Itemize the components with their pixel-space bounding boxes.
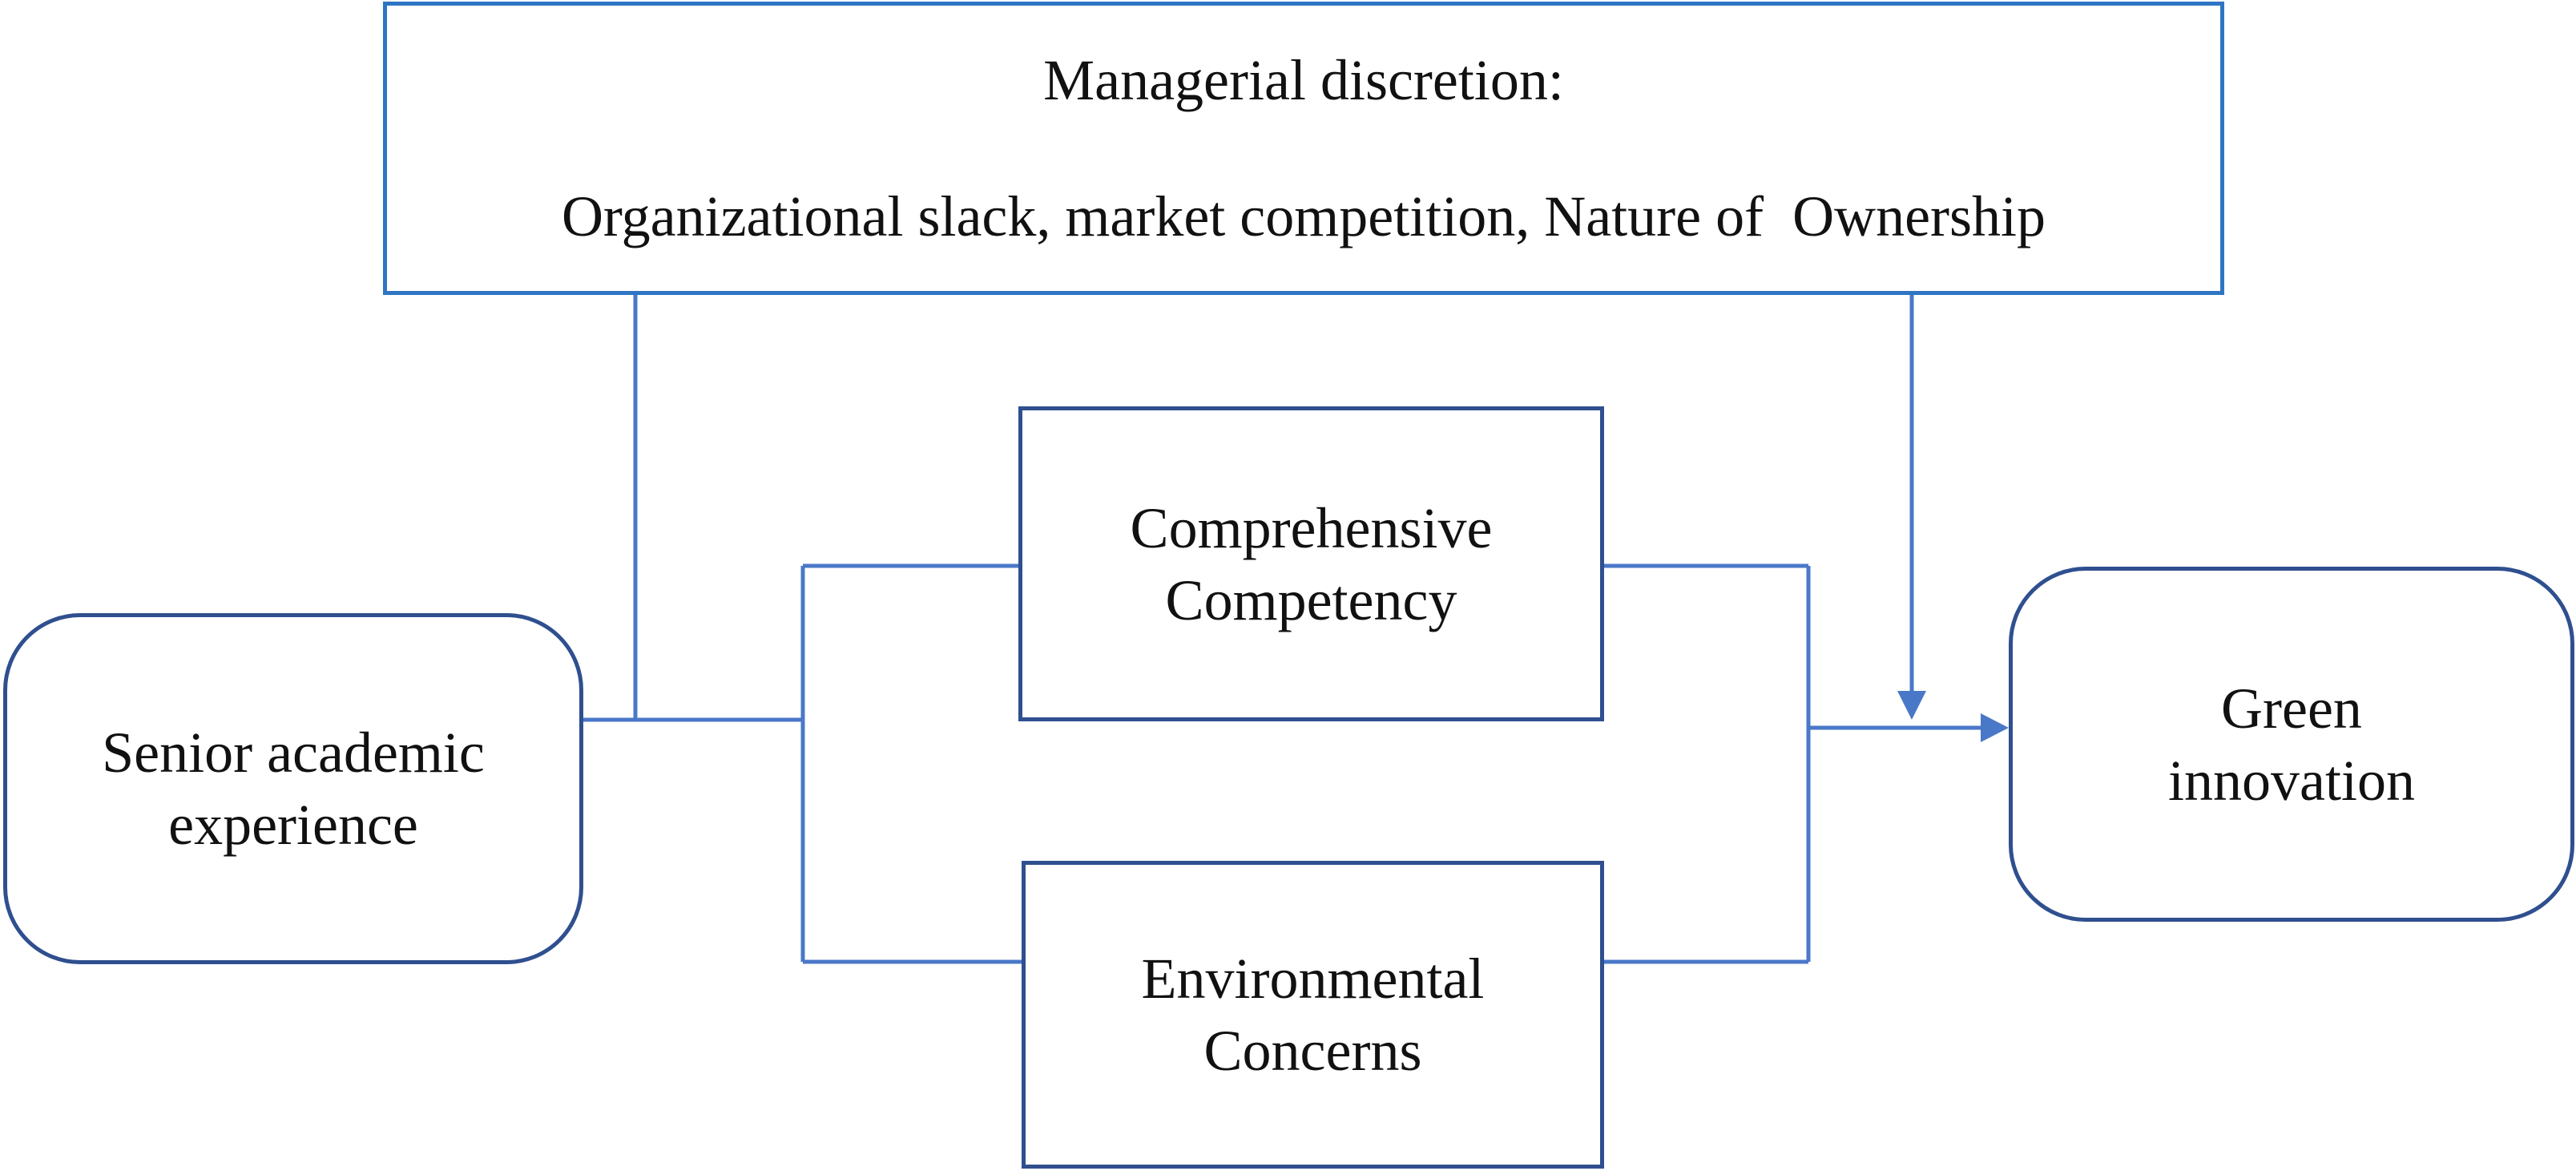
dependent-variable-line-1: Green bbox=[2221, 676, 2362, 741]
arrowhead-moderator-right bbox=[1897, 691, 1926, 720]
dependent-variable-box: Green innovation bbox=[2009, 567, 2574, 922]
independent-variable-line-1: Senior academic bbox=[102, 721, 485, 785]
mediator-competency-line-2: Competency bbox=[1165, 567, 1457, 632]
arrowhead-green-innovation bbox=[1981, 713, 2009, 742]
moderator-title: Managerial discretion: bbox=[1043, 47, 1564, 112]
independent-variable-line-2: experience bbox=[168, 793, 418, 857]
dependent-variable-line-2: innovation bbox=[2168, 748, 2415, 813]
moderator-box: Managerial discretion: Organizational sl… bbox=[383, 2, 2224, 295]
mediator-competency-box: Comprehensive Competency bbox=[1018, 406, 1604, 721]
moderator-items: Organizational slack, market competition… bbox=[561, 184, 2046, 248]
mediator-environmental-line-2: Concerns bbox=[1203, 1019, 1422, 1083]
independent-variable-box: Senior academic experience bbox=[3, 613, 583, 964]
mediator-competency-line-1: Comprehensive bbox=[1130, 495, 1493, 560]
mediator-environmental-line-1: Environmental bbox=[1141, 947, 1485, 1011]
mediator-environmental-box: Environmental Concerns bbox=[1022, 861, 1604, 1169]
